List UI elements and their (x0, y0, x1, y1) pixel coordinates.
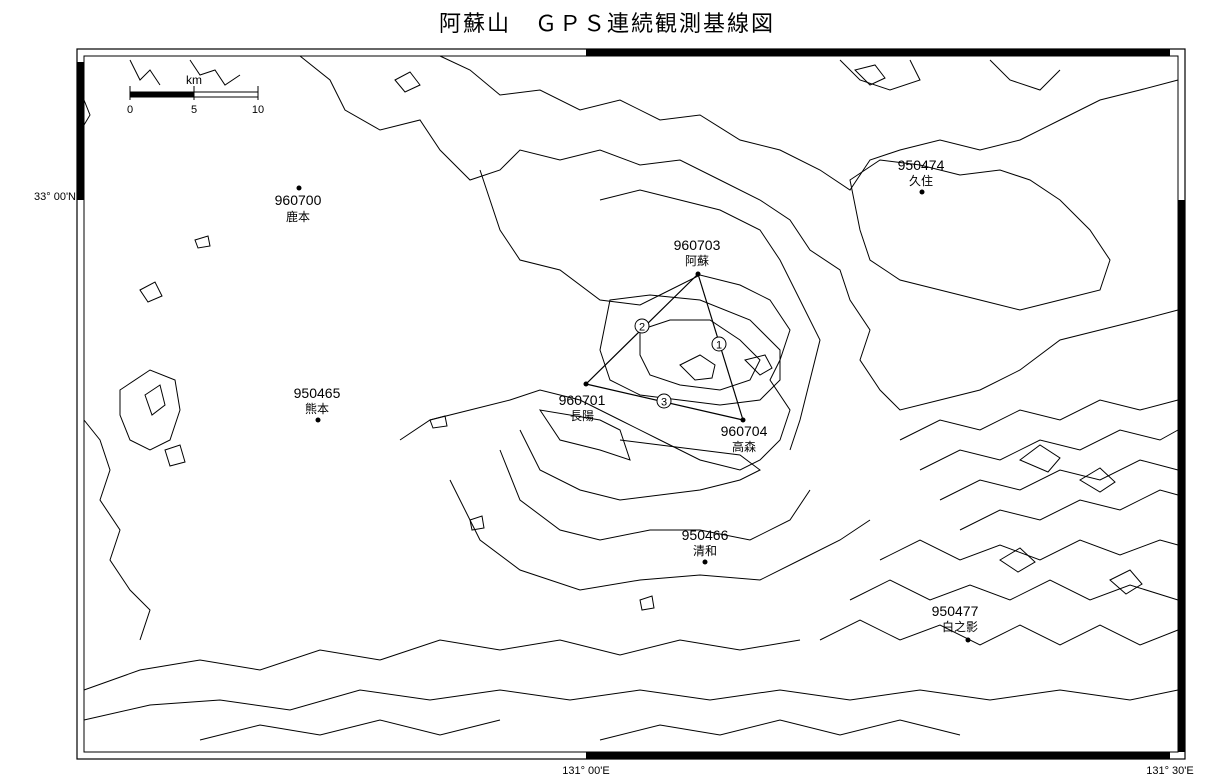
frame-bar-right (1178, 200, 1185, 752)
station-code-950474: 950474 (898, 157, 945, 173)
station-code-960701: 960701 (559, 392, 606, 408)
baseline-label-3: 3 (661, 397, 667, 409)
station-code-950466: 950466 (682, 527, 729, 543)
station-dot-960700 (296, 185, 302, 191)
baseline-labels: 1 2 3 (634, 318, 727, 409)
station-dot-960703 (695, 271, 701, 277)
station-dots (296, 185, 971, 643)
frame-bar-bottom (586, 752, 1170, 759)
station-name-950477: 白之影 (942, 619, 978, 634)
scale-unit: km (186, 73, 202, 87)
station-name-960703: 阿蘇 (685, 254, 709, 268)
station-code-960703: 960703 (674, 237, 721, 253)
station-code-950465: 950465 (294, 385, 341, 401)
map-title: 阿蘇山 ＧＰＳ連続観測基線図 (438, 12, 775, 37)
scale-tick-5: 5 (191, 104, 197, 116)
frame-bar-top (586, 49, 1170, 56)
station-code-950477: 950477 (932, 603, 979, 619)
scale-tick-10: 10 (252, 104, 264, 116)
station-dot-950474 (919, 189, 925, 195)
station-dot-960704 (740, 417, 746, 423)
scale-tick-0: 0 (127, 104, 133, 116)
map-inner-frame (83, 55, 1179, 753)
baseline-label-1: 1 (716, 340, 722, 352)
contour-lines (83, 55, 1179, 741)
station-code-960704: 960704 (721, 423, 768, 439)
station-dot-950466 (702, 559, 708, 565)
scale-bar: km 0 5 10 (127, 73, 264, 116)
frame-bar-left (77, 62, 84, 200)
baseline-label-2: 2 (639, 322, 645, 334)
station-dot-960701 (583, 381, 589, 387)
station-name-960700: 鹿本 (286, 209, 310, 224)
station-labels: 960700 鹿本 960703 阿蘇 950474 久住 950465 熊本 … (275, 157, 979, 634)
lon-label-2: 131° 30'E (1146, 765, 1193, 777)
station-dot-950477 (965, 637, 971, 643)
station-name-950466: 清和 (693, 544, 717, 558)
station-name-950474: 久住 (909, 174, 933, 188)
station-dot-950465 (315, 417, 321, 423)
station-name-950465: 熊本 (305, 401, 329, 416)
station-name-960704: 高森 (732, 439, 756, 454)
lat-label: 33° 00'N (34, 191, 76, 203)
station-code-960700: 960700 (275, 192, 322, 208)
station-name-960701: 長陽 (570, 409, 594, 423)
lon-label-1: 131° 00'E (562, 765, 609, 777)
